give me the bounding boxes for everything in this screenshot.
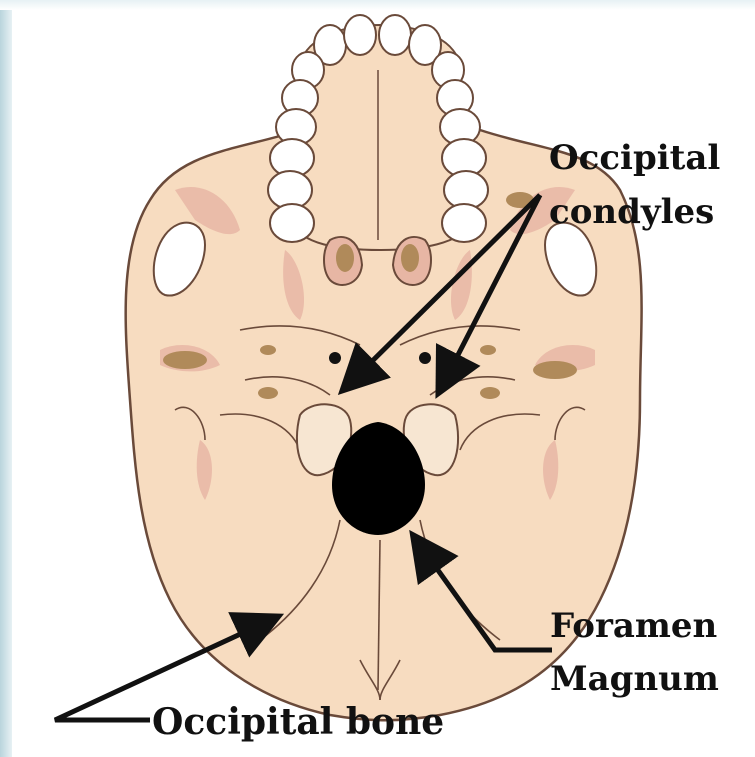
right-dot: [419, 352, 431, 364]
foramen-magnum-label-line1: Foramen: [550, 609, 717, 643]
foramen-magnum-label-line2: Magnum: [550, 662, 719, 696]
left-dot: [329, 352, 341, 364]
occipital-condyles-label-line2: condyles: [549, 195, 714, 229]
occipital-bone-label: Occipital bone: [152, 704, 444, 740]
occipital-condyles-label-line1: Occipital: [549, 141, 720, 175]
